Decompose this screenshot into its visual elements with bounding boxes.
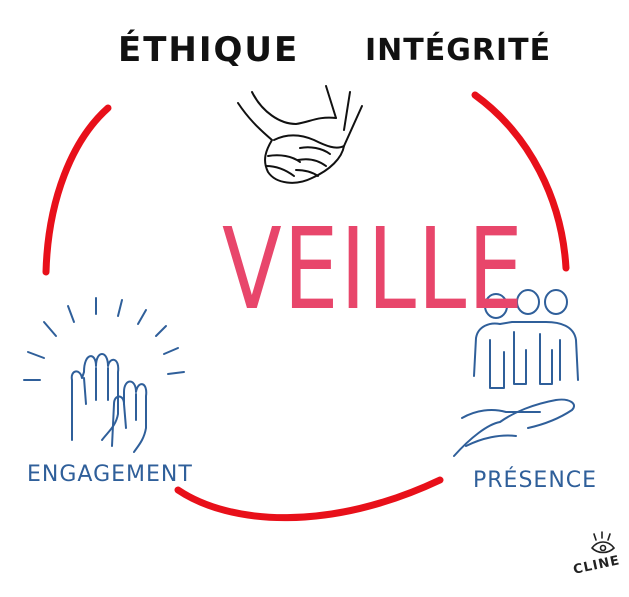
holding-hands-icon (237, 85, 363, 184)
ring-arc-upper-right (471, 91, 570, 272)
signature-mark-icon (591, 531, 616, 554)
label-presence: PRÉSENCE (473, 468, 598, 493)
label-integrite: INTÉGRITÉ (365, 33, 552, 68)
group-of-people-icon (473, 289, 579, 389)
ring-arc-upper-left (42, 104, 112, 276)
ring-arc-bottom (174, 476, 444, 522)
center-title-veille: VEILLE (222, 205, 525, 335)
label-engagement: ENGAGEMENT (27, 462, 193, 487)
label-ethique: ÉTHIQUE (118, 30, 300, 70)
raised-hands-icon (23, 297, 185, 453)
cycle-ring (42, 91, 570, 522)
open-hand-icon (453, 398, 575, 457)
